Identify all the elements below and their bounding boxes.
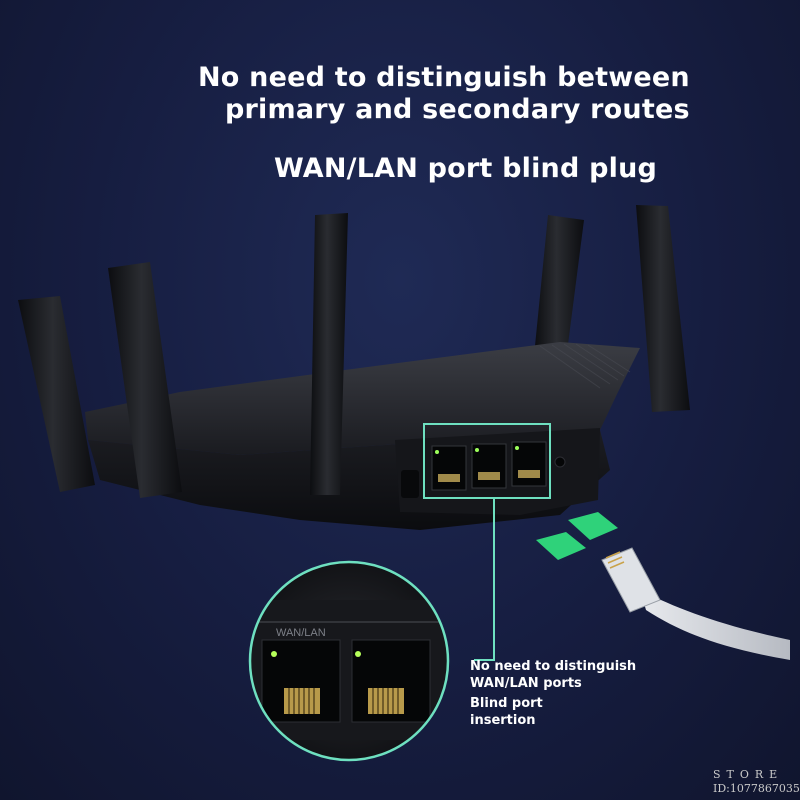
reset-button [554, 456, 566, 468]
callout-note-line-2: WAN/LAN ports [470, 676, 582, 691]
headline-line-3: WAN/LAN port blind plug [274, 153, 658, 184]
callout-note-line-3: Blind port [470, 696, 543, 711]
callout-connector [474, 498, 495, 661]
headline-line-2: primary and secondary routes [225, 94, 690, 125]
watermark-id: ID:1077867035 [713, 782, 800, 795]
ethernet-cable [601, 547, 790, 660]
router-ports [423, 423, 551, 499]
antenna-back-right [534, 205, 690, 412]
headline-line-1: No need to distinguish between [198, 62, 690, 93]
callout-note-insertion: Blind port insertion [470, 695, 580, 729]
watermark-store: STORE [713, 768, 784, 781]
antenna-front [18, 213, 348, 498]
zoom-callout: WAN/LAN [248, 560, 450, 762]
insert-arrows [536, 512, 618, 560]
ports-highlight-box [423, 423, 551, 499]
callout-note-line-4: insertion [470, 713, 536, 728]
callout-note-ports: No need to distinguish WAN/LAN ports [470, 658, 640, 692]
power-port [401, 470, 419, 498]
zoom-wan-lan-label: WAN/LAN [276, 627, 326, 639]
callout-note-line-1: No need to distinguish [470, 659, 637, 674]
